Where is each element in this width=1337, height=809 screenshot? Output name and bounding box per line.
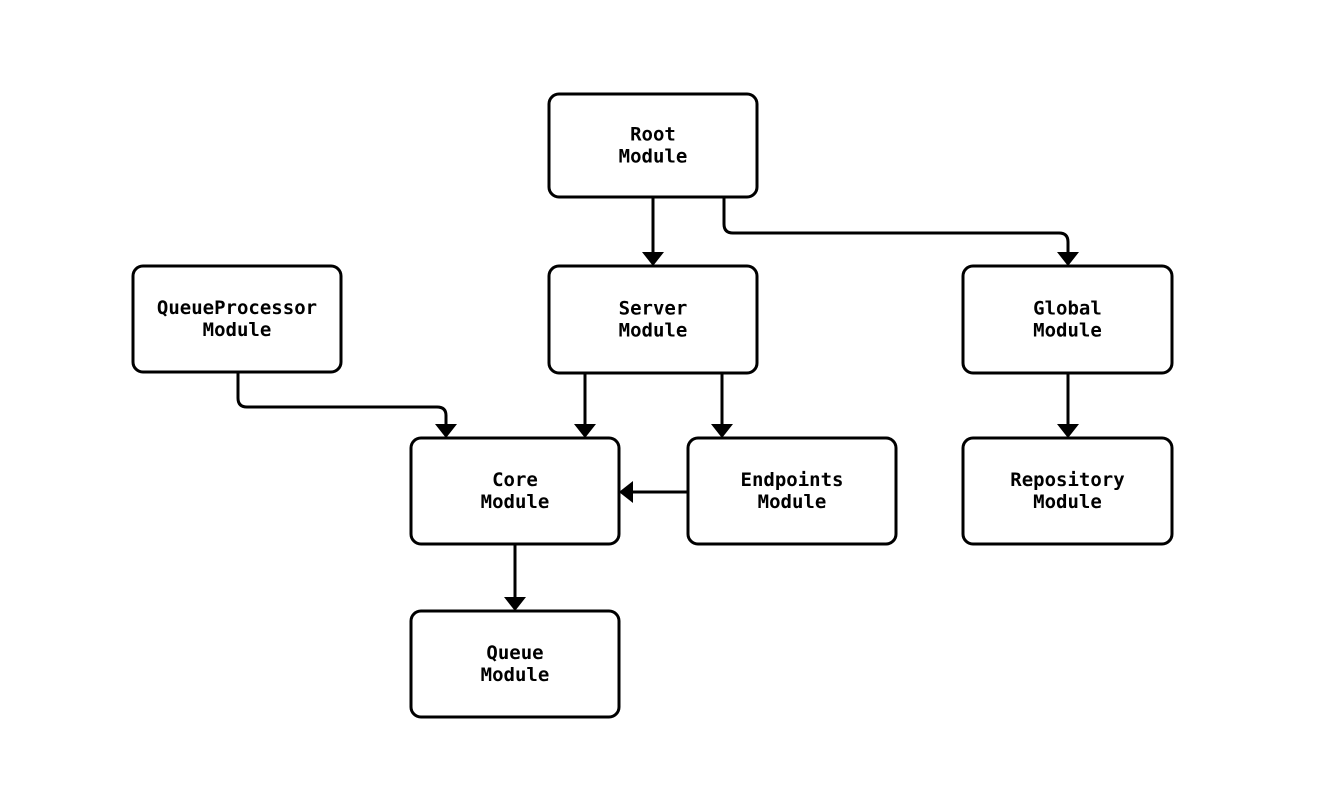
edge-server-core: [574, 373, 596, 438]
arrowhead-icon: [619, 481, 633, 503]
node-label-line: Module: [758, 491, 827, 513]
node-box: [686, 436, 898, 546]
node-label-line: Global: [1033, 298, 1102, 320]
node-label-line: Module: [481, 664, 550, 686]
node-box: [961, 264, 1174, 375]
node-label-line: Queue: [486, 642, 543, 664]
node-label-line: Root: [630, 124, 676, 146]
arrowhead-icon: [1057, 252, 1079, 266]
node-label-line: Core: [492, 469, 538, 491]
node-label-line: Repository: [1010, 469, 1124, 491]
node-box: [547, 264, 759, 375]
arrowhead-icon: [642, 252, 664, 266]
node-box: [547, 92, 759, 199]
arrowhead-icon: [435, 424, 457, 438]
node-label-line: QueueProcessor: [157, 297, 317, 319]
edge-core-queue: [504, 544, 526, 611]
node-label-line: Server: [619, 298, 688, 320]
node-label-line: Module: [619, 146, 688, 168]
edge-line: [236, 372, 448, 424]
edge-root-global: [722, 197, 1079, 266]
edge-line: [722, 197, 1070, 252]
edge-global-repository: [1057, 373, 1079, 438]
edge-root-server: [642, 197, 664, 266]
edge-queueprocessor-core: [236, 372, 457, 438]
edge-endpoints-core: [619, 481, 688, 503]
edge-server-endpoints: [711, 373, 733, 438]
node-label-line: Endpoints: [741, 469, 844, 491]
arrowhead-icon: [711, 424, 733, 438]
arrowhead-icon: [504, 597, 526, 611]
node-label-line: Module: [203, 319, 272, 341]
node-box: [961, 436, 1174, 546]
arrowhead-icon: [574, 424, 596, 438]
node-label-line: Module: [1033, 320, 1102, 342]
node-label-line: Module: [1033, 491, 1102, 513]
node-label-line: Module: [619, 320, 688, 342]
arrowhead-icon: [1057, 424, 1079, 438]
node-label-line: Module: [481, 491, 550, 513]
node-box: [409, 436, 621, 546]
node-box: [131, 264, 343, 374]
node-box: [409, 609, 621, 719]
